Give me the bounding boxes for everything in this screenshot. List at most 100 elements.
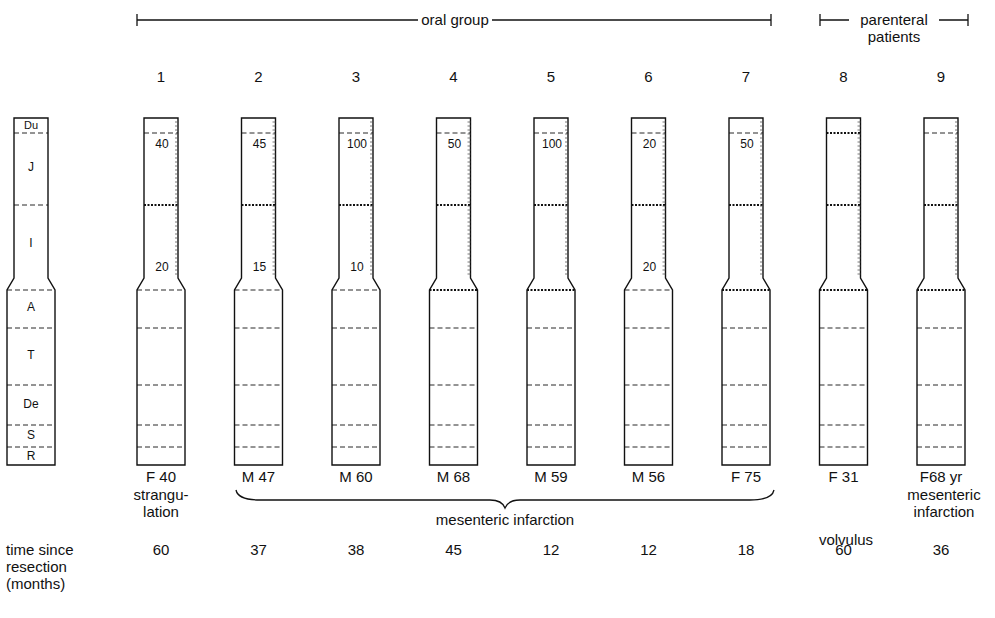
scale-tick [175, 218, 178, 219]
scale-tick [273, 150, 276, 151]
scale-tick [370, 138, 373, 139]
scale-tick [273, 266, 276, 267]
scale-tick [468, 254, 471, 255]
scale-tick [273, 246, 276, 247]
scale-tick [760, 166, 763, 167]
segment-name: De [23, 397, 38, 411]
months-value: 12 [543, 541, 560, 558]
group-label: parenteral patients [849, 11, 939, 45]
scale-tick [565, 138, 568, 139]
scale-tick [468, 270, 471, 271]
intestine-outline [7, 118, 55, 465]
resection-margin [820, 289, 868, 291]
scale-tick [175, 182, 178, 183]
scale-tick [175, 246, 178, 247]
scale-tick [760, 182, 763, 183]
scale-tick [273, 250, 276, 251]
scale-tick [370, 218, 373, 219]
group-label: oral group [418, 11, 492, 28]
scale-tick [175, 270, 178, 271]
scale-tick [955, 222, 958, 223]
group-brace [236, 490, 774, 508]
scale-tick [273, 218, 276, 219]
scale-tick [370, 270, 373, 271]
length-cm: 20 [155, 260, 168, 274]
scale-tick [955, 274, 958, 275]
segment-boundary [137, 328, 185, 329]
segment-name: A [27, 300, 35, 314]
scale-tick [760, 262, 763, 263]
segment-boundary [625, 290, 673, 291]
scale-tick [858, 218, 861, 219]
scale-tick [175, 230, 178, 231]
scale-tick [858, 158, 861, 159]
scale-tick [858, 130, 861, 131]
segment-boundary [722, 425, 770, 426]
sex-age: F 75 [731, 468, 761, 485]
scale-tick [370, 130, 373, 131]
scale-tick [468, 130, 471, 131]
scale-tick [175, 134, 178, 135]
scale-tick [760, 246, 763, 247]
scale-tick [663, 150, 666, 151]
scale-tick [175, 154, 178, 155]
scale-tick [760, 238, 763, 239]
scale-tick [858, 222, 861, 223]
scale-tick [663, 274, 666, 275]
scale-tick [663, 246, 666, 247]
scale-tick [175, 266, 178, 267]
scale-tick [175, 258, 178, 259]
scale-tick [955, 182, 958, 183]
scale-tick [273, 130, 276, 131]
scale-tick [858, 258, 861, 259]
scale-tick [370, 222, 373, 223]
scale-tick [468, 170, 471, 171]
scale-tick [370, 258, 373, 259]
segment-boundary [917, 385, 965, 386]
length-cm: 15 [253, 260, 266, 274]
segment-boundary [332, 425, 380, 426]
scale-tick [273, 274, 276, 275]
scale-tick [955, 146, 958, 147]
months-value: 38 [348, 541, 365, 558]
segment-boundary [820, 425, 868, 426]
scale-tick [273, 134, 276, 135]
scale-tick [663, 270, 666, 271]
scale-tick [760, 198, 763, 199]
segment-boundary [527, 385, 575, 386]
scale-tick [663, 230, 666, 231]
segment-boundary [430, 385, 478, 386]
scale-tick [663, 174, 666, 175]
scale-tick [955, 270, 958, 271]
scale-tick [663, 146, 666, 147]
scale-tick [273, 222, 276, 223]
resection-margin [437, 204, 471, 206]
scale-tick [468, 238, 471, 239]
scale-tick [955, 170, 958, 171]
segment-boundary [339, 133, 373, 134]
sex-age: M 68 [437, 468, 470, 485]
scale-tick [858, 254, 861, 255]
scale-tick [175, 226, 178, 227]
scale-tick [955, 122, 958, 123]
scale-tick [175, 238, 178, 239]
diagnosis: strangu- lation [129, 486, 193, 520]
scale-tick [565, 266, 568, 267]
scale-tick [273, 242, 276, 243]
scale-tick [663, 142, 666, 143]
scale-tick [955, 178, 958, 179]
scale-tick [273, 234, 276, 235]
patient-number: 7 [742, 68, 750, 85]
scale-tick [370, 174, 373, 175]
scale-tick [760, 146, 763, 147]
segment-boundary [235, 328, 283, 329]
resection-margin [827, 204, 861, 206]
scale-tick [760, 230, 763, 231]
scale-tick [955, 190, 958, 191]
scale-tick [370, 186, 373, 187]
scale-tick [370, 266, 373, 267]
patient-number: 8 [839, 68, 847, 85]
scale-tick [858, 134, 861, 135]
months-value: 37 [250, 541, 267, 558]
scale-tick [468, 146, 471, 147]
